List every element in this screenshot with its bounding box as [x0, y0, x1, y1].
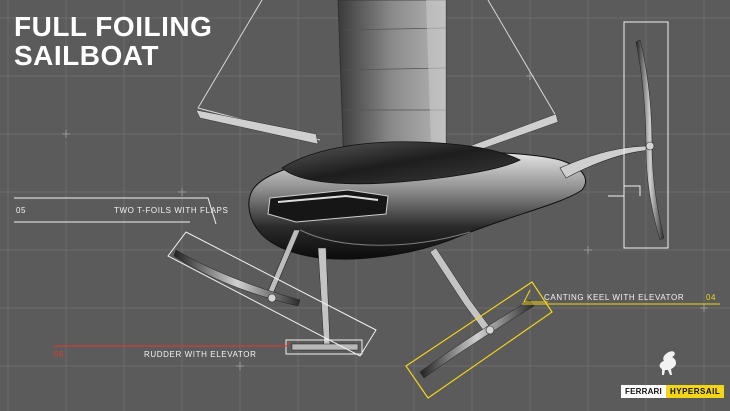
rudder [291, 247, 359, 351]
bow-foil-highlight-box [623, 21, 669, 249]
callout-04-number: 04 [706, 293, 717, 302]
callout-04-label: CANTING KEEL WITH ELEVATOR [544, 293, 685, 302]
title-line-2: SAILBOAT [14, 40, 160, 71]
canting-keel [419, 247, 535, 379]
prancing-horse-icon [659, 351, 676, 375]
rudder-highlight-box [285, 339, 363, 355]
bow-t-foil [635, 39, 665, 241]
callout-05-number: 05 [16, 206, 27, 215]
port-foil-highlight-box [167, 231, 377, 357]
brand-hypersail: HYPERSAIL [665, 385, 725, 398]
callout-06-label: RUDDER WITH ELEVATOR [144, 350, 257, 359]
bow-arm [559, 145, 651, 179]
hull [248, 141, 586, 260]
port-foil-arm [173, 229, 301, 307]
grid-crosshairs [62, 72, 708, 370]
page-title: FULL FOILING SAILBOAT [14, 12, 212, 70]
keel-leader-line [522, 289, 720, 305]
callout-06-number: 06 [54, 350, 65, 359]
brand-logo: FERRARI HYPERSAIL [621, 385, 725, 398]
rudder-leader-line [54, 341, 291, 347]
keel-highlight-box [405, 281, 553, 399]
foil-leader-lines [14, 185, 641, 225]
brand-ferrari: FERRARI [621, 385, 666, 398]
title-line-1: FULL FOILING [14, 11, 213, 42]
callout-05-label: TWO T-FOILS WITH FLAPS [114, 206, 229, 215]
port-spreader [195, 109, 319, 145]
